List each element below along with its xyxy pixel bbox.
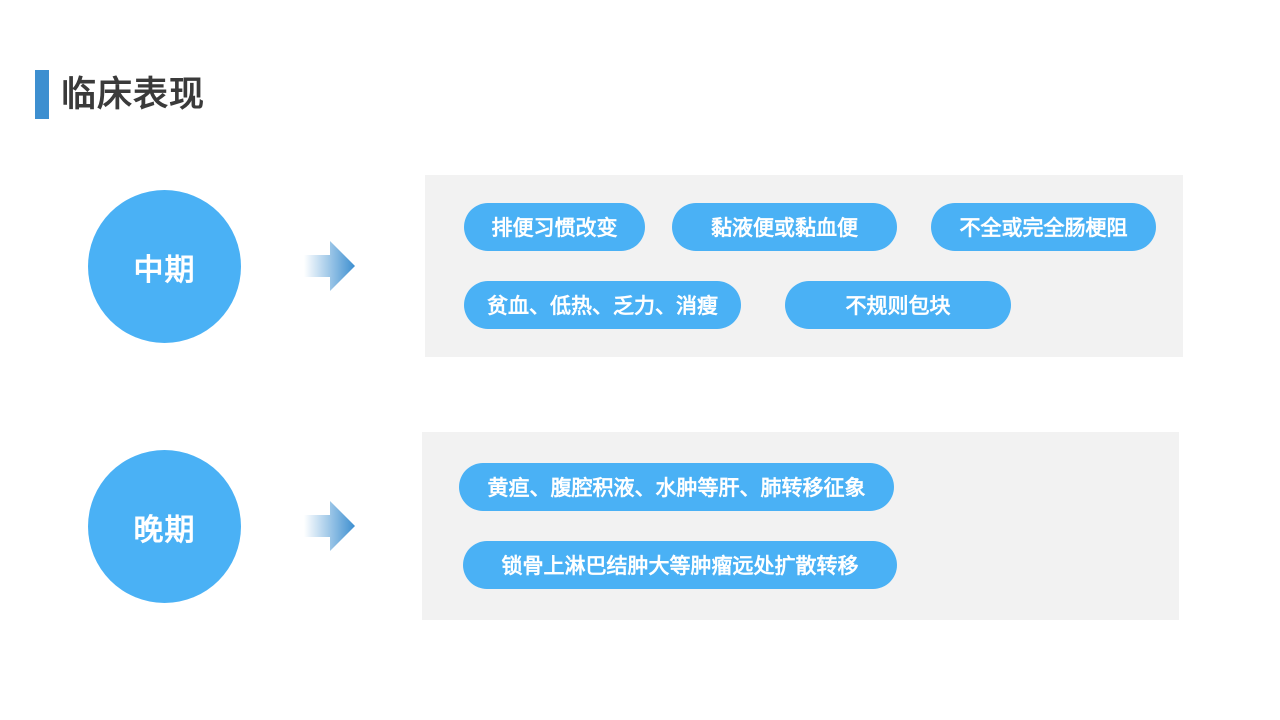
symptom-pill: 不规则包块	[785, 281, 1011, 329]
symptom-pill: 锁骨上淋巴结肿大等肿瘤远处扩散转移	[463, 541, 897, 589]
symptom-pill: 黏液便或黏血便	[672, 203, 897, 251]
symptom-pill: 黄疸、腹腔积液、水肿等肝、肺转移征象	[459, 463, 894, 511]
symptom-pill: 排便习惯改变	[464, 203, 645, 251]
symptom-pill: 贫血、低热、乏力、消瘦	[464, 281, 741, 329]
title-accent-bar	[35, 70, 49, 119]
stage-circle-mid: 中期	[88, 190, 241, 343]
symptom-pill: 不全或完全肠梗阻	[931, 203, 1156, 251]
late-stage-panel: 黄疸、腹腔积液、水肿等肝、肺转移征象 锁骨上淋巴结肿大等肿瘤远处扩散转移	[422, 432, 1179, 620]
right-arrow-icon	[304, 241, 355, 291]
page-title: 临床表现	[61, 75, 206, 115]
right-arrow-icon	[304, 501, 355, 551]
stage-circle-late: 晚期	[88, 450, 241, 603]
mid-stage-panel: 排便习惯改变 黏液便或黏血便 不全或完全肠梗阻 贫血、低热、乏力、消瘦 不规则包…	[425, 175, 1183, 357]
